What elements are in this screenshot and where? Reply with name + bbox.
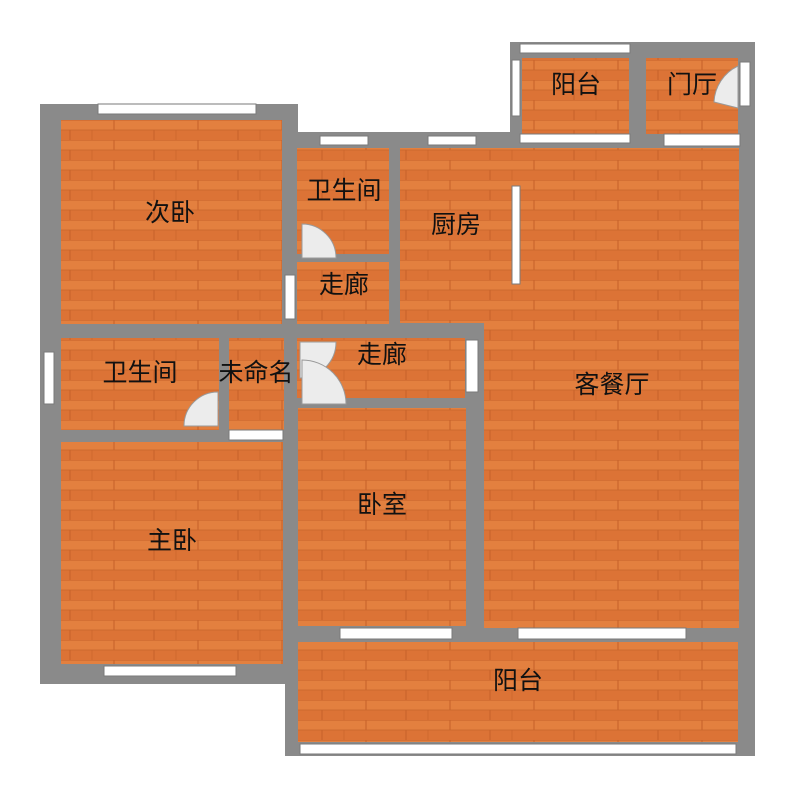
window-balcony-top-side [511,59,521,117]
window-foyer-side [739,61,751,107]
floor-living-dining [484,148,739,628]
room-labels: 阳台 门厅 次卧 卫生间 厨房 走廊 卫生间 未命名 走廊 客餐厅 主卧 卧室 … [102,70,717,695]
floor-master-bedroom [61,442,283,664]
floor-second-bedroom [61,120,282,324]
window-living-bottom [517,627,687,640]
window-bedroom-bottom [339,627,453,640]
window-balcony-bottom [299,743,737,755]
label-living-dining: 客餐厅 [574,370,649,399]
window-second-bedroom [97,103,257,115]
door-foyer [713,65,739,109]
floor-corridor-upper [297,262,389,324]
window-bathroom-lower [43,351,55,405]
window-foyer-bottom [663,133,741,147]
windows [43,43,751,755]
doors [183,65,739,427]
door-bathroom-lower [183,391,219,427]
window-kitchen-side [511,185,521,285]
window-master-bedroom [103,665,237,677]
window-kitchen-top [427,135,477,146]
label-corridor-upper: 走廊 [319,270,369,299]
window-unnamed [228,429,284,441]
window-upper-corridor-side [284,274,296,320]
floor-unnamed [229,338,284,430]
window-corridor-lower-side [465,339,479,393]
label-balcony-top: 阳台 [551,70,601,99]
label-bathroom-lower: 卫生间 [102,358,177,387]
room-floors [61,58,739,742]
door-bathroom-upper [301,223,337,259]
floor-balcony-top [522,58,629,134]
label-bedroom: 卧室 [357,490,407,519]
label-kitchen: 厨房 [431,210,481,239]
label-master-bedroom: 主卧 [147,526,197,555]
label-balcony-bottom: 阳台 [493,666,543,695]
label-bathroom-upper: 卫生间 [306,176,381,205]
label-corridor-lower: 走廊 [357,340,407,369]
label-foyer: 门厅 [667,70,717,99]
window-bathroom-upper [319,135,369,146]
label-second-bedroom: 次卧 [145,198,195,227]
floor-bedroom [298,408,466,626]
window-balcony-top-upper [519,43,631,54]
door-bedroom [301,359,347,405]
label-unnamed: 未命名 [218,358,293,387]
floor-balcony-bottom [298,642,738,742]
